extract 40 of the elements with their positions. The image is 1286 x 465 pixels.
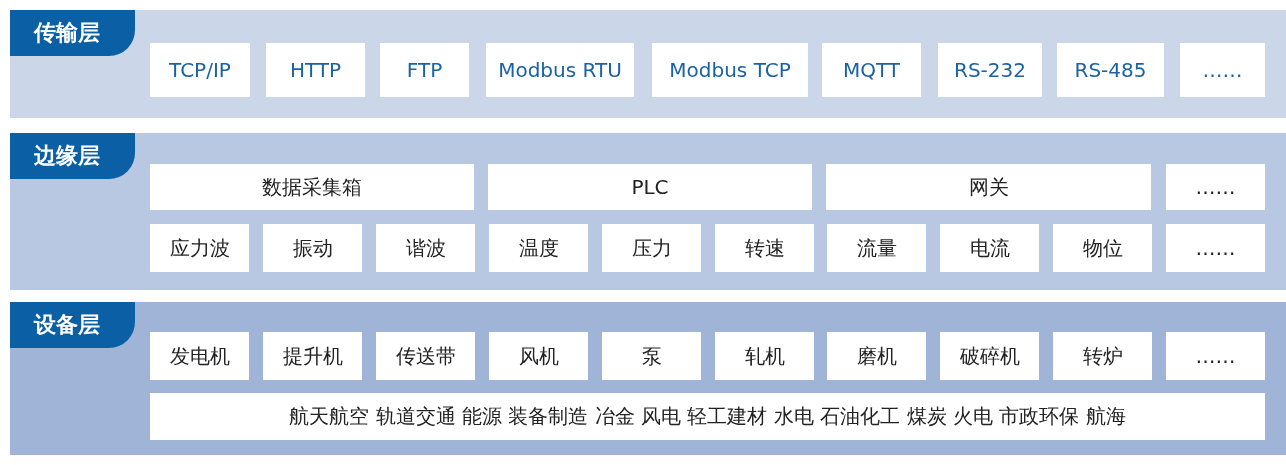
layer-tab: 设备层 xyxy=(10,302,135,348)
item-box: …… xyxy=(1166,164,1265,210)
layer-band xyxy=(10,133,1286,290)
item-box: 转速 xyxy=(715,224,814,272)
item-box: …… xyxy=(1166,332,1265,380)
layer-band xyxy=(10,302,1286,455)
item-box: 振动 xyxy=(263,224,362,272)
item-box: 压力 xyxy=(602,224,701,272)
item-box: Modbus RTU xyxy=(486,43,634,97)
item-box: 网关 xyxy=(826,164,1151,210)
item-box: …… xyxy=(1180,43,1265,97)
item-box: MQTT xyxy=(822,43,921,97)
item-box: …… xyxy=(1166,224,1265,272)
item-box: 谐波 xyxy=(376,224,475,272)
item-box: 数据采集箱 xyxy=(150,164,474,210)
item-box: 物位 xyxy=(1053,224,1152,272)
item-box: 轧机 xyxy=(715,332,814,380)
item-box: 传送带 xyxy=(376,332,475,380)
item-box: 流量 xyxy=(827,224,926,272)
item-box: 磨机 xyxy=(827,332,926,380)
item-box: RS-232 xyxy=(938,43,1042,97)
layer-band xyxy=(10,10,1286,118)
item-box: 航天航空 轨道交通 能源 装备制造 冶金 风电 轻工建材 水电 石油化工 煤炭 火电 市政环保 航海 xyxy=(150,393,1265,440)
item-box: Modbus TCP xyxy=(652,43,808,97)
item-box: 温度 xyxy=(489,224,588,272)
layer-tab: 传输层 xyxy=(10,10,135,56)
item-box: 发电机 xyxy=(150,332,249,380)
item-box: 破碎机 xyxy=(940,332,1039,380)
item-box: HTTP xyxy=(266,43,365,97)
layer-tab: 边缘层 xyxy=(10,133,135,179)
item-box: 电流 xyxy=(940,224,1039,272)
item-box: FTP xyxy=(380,43,469,97)
item-box: 风机 xyxy=(489,332,588,380)
item-box: RS-485 xyxy=(1057,43,1164,97)
item-box: 应力波 xyxy=(150,224,249,272)
item-box: PLC xyxy=(488,164,812,210)
item-box: TCP/IP xyxy=(150,43,250,97)
item-box: 泵 xyxy=(602,332,701,380)
item-box: 转炉 xyxy=(1053,332,1152,380)
item-box: 提升机 xyxy=(263,332,362,380)
